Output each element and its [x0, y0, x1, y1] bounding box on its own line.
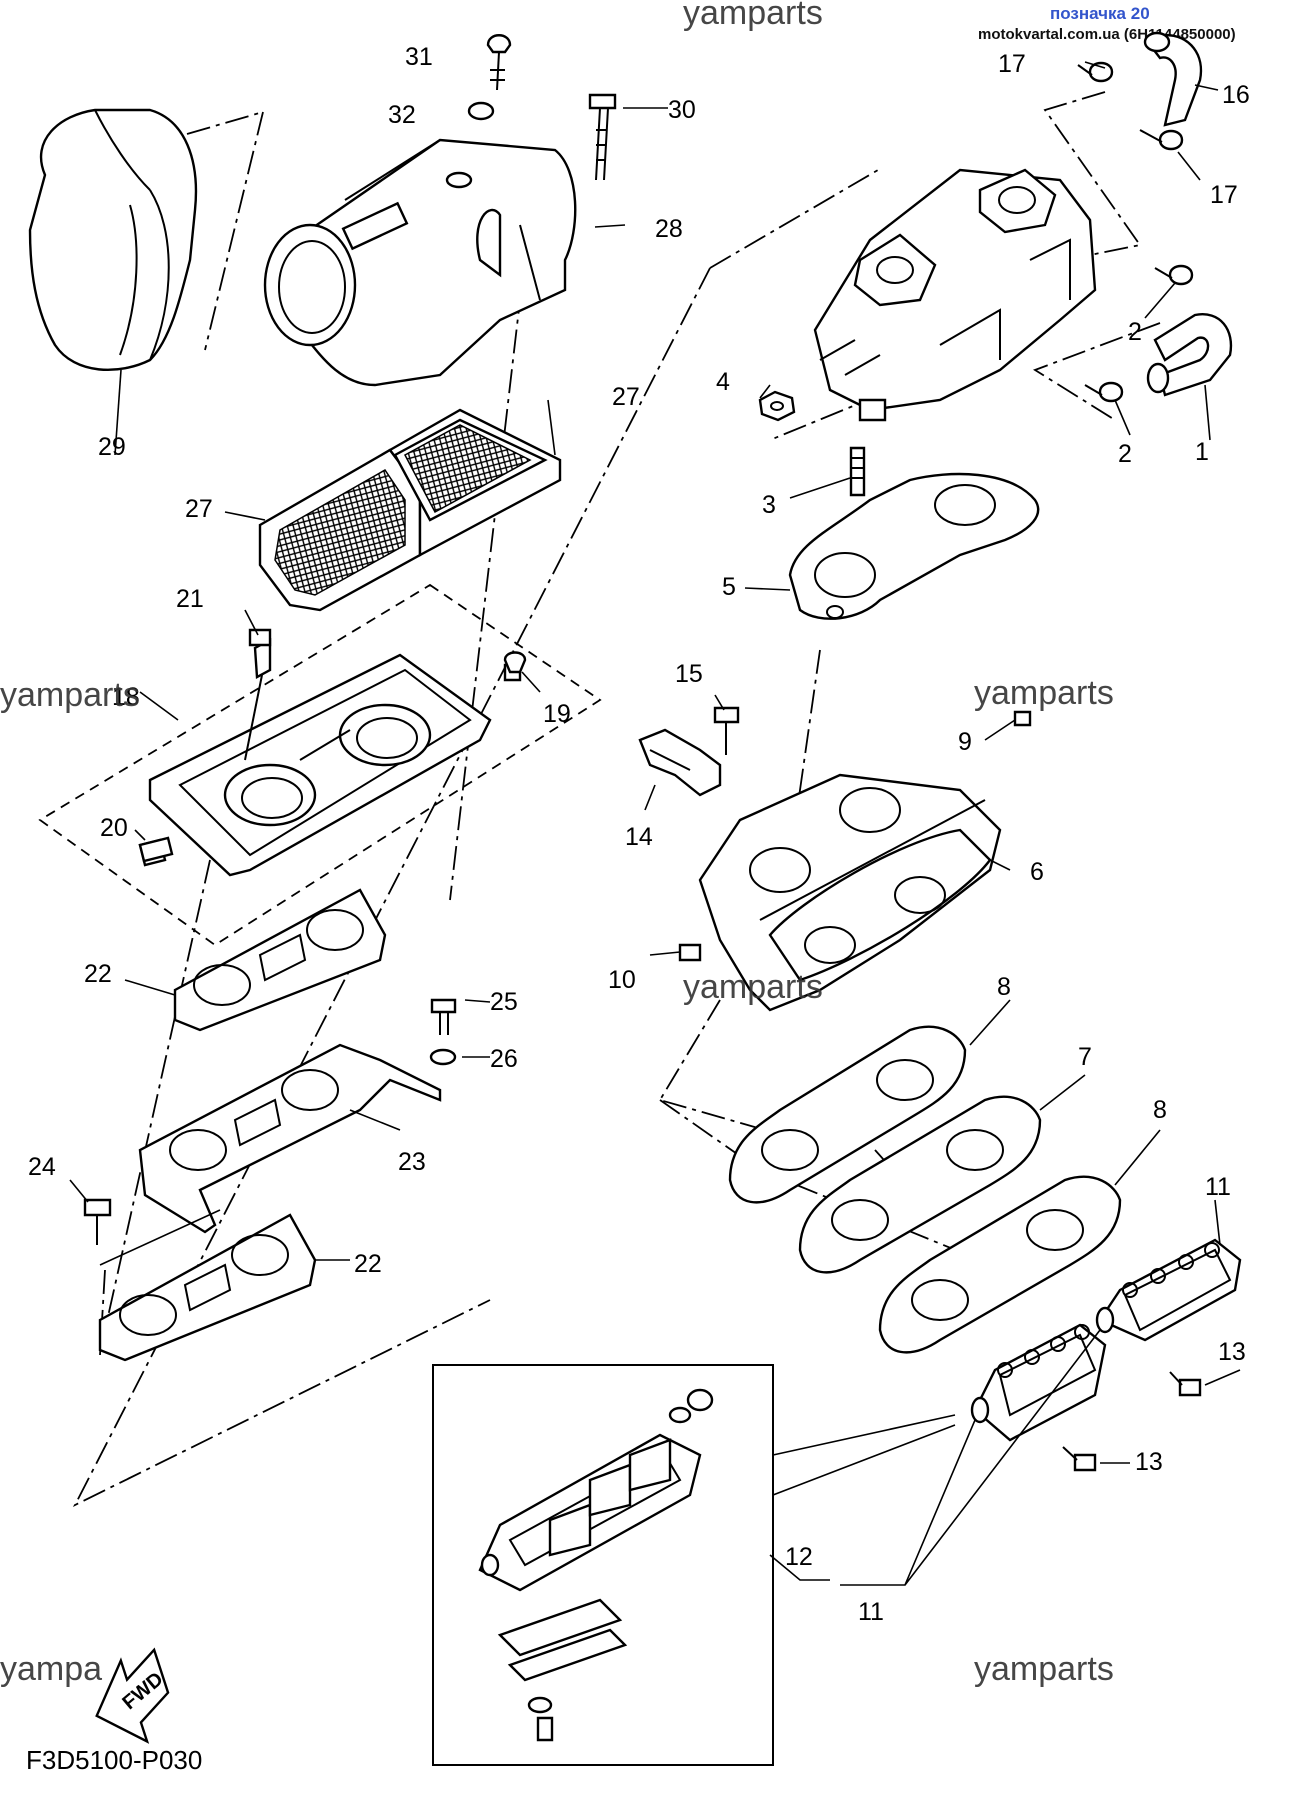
position-label: позначка 20 [1050, 4, 1150, 23]
callout-31: 31 [405, 43, 433, 71]
bracket-14 [638, 706, 740, 797]
intake-base-18 [38, 583, 602, 947]
callout-13a: 13 [1218, 1338, 1246, 1366]
air-silencer-housing [263, 138, 577, 387]
callout-27b: 27 [185, 495, 213, 523]
callout-23: 23 [398, 1148, 426, 1176]
callout-32: 32 [388, 101, 416, 129]
gasket-22-lower [98, 1213, 317, 1362]
watermark-bottom-left: yampa [0, 1650, 103, 1688]
callout-7: 7 [1078, 1043, 1092, 1071]
gasket-8-lower [878, 1175, 1122, 1354]
callout-10: 10 [608, 966, 636, 994]
callout-22a: 22 [84, 960, 112, 988]
callout-26: 26 [490, 1045, 518, 1073]
reed-screws [1062, 1371, 1202, 1472]
gasket-23 [138, 1043, 442, 1234]
callout-2a: 2 [1128, 318, 1142, 346]
callout-20: 20 [100, 814, 128, 842]
callout-25: 25 [490, 988, 518, 1016]
watermark-top: yamparts [683, 0, 823, 32]
hardware-gaskets [83, 998, 457, 1266]
callout-12: 12 [785, 1543, 813, 1571]
callout-29: 29 [98, 433, 126, 461]
intake-boot-29 [28, 108, 198, 371]
callout-16: 16 [1222, 81, 1250, 109]
callout-1: 1 [1195, 438, 1209, 466]
hardware-base [138, 628, 527, 863]
callout-15: 15 [675, 660, 703, 688]
callout-labels: 1 2 2 3 4 5 6 7 8 8 9 10 11 11 12 13 13 … [28, 43, 1250, 1626]
watermark-right: yamparts [974, 674, 1114, 712]
gasket-8-upper [728, 1025, 967, 1204]
callout-6: 6 [1030, 858, 1044, 886]
carburetor-assembly [813, 168, 1097, 422]
hoses-and-clamps [1077, 31, 1233, 403]
callout-3: 3 [762, 491, 776, 519]
callout-11a: 11 [1205, 1173, 1231, 1201]
callout-27a: 27 [612, 383, 640, 411]
reed-valve-lower [970, 1323, 1107, 1442]
callout-8a: 8 [997, 973, 1011, 1001]
callout-8b: 8 [1153, 1096, 1167, 1124]
leader-lines [69, 61, 1241, 1586]
callout-28: 28 [655, 215, 683, 243]
callout-5: 5 [722, 573, 736, 601]
callout-13b: 13 [1135, 1448, 1163, 1476]
reed-detail-inset [432, 1364, 956, 1766]
callout-4: 4 [716, 368, 730, 396]
callout-21: 21 [176, 585, 204, 613]
callout-2b: 2 [1118, 440, 1132, 468]
diagram-code: F3D5100-P030 [26, 1745, 203, 1775]
callout-11b: 11 [858, 1598, 884, 1626]
callout-18: 18 [112, 683, 140, 711]
gasket-7 [798, 1095, 1042, 1274]
callout-19: 19 [543, 700, 571, 728]
flame-arrester-screens [258, 408, 562, 612]
callout-14: 14 [625, 823, 653, 851]
callout-17a: 17 [998, 50, 1026, 78]
gasket-22-upper [173, 888, 387, 1032]
callout-22b: 22 [354, 1250, 382, 1278]
watermark-bottom-right: yamparts [974, 1650, 1114, 1688]
callout-24: 24 [28, 1153, 56, 1181]
hardware-top [467, 34, 668, 181]
carb-mount-hardware [758, 390, 1040, 620]
callout-30: 30 [668, 96, 696, 124]
intake-manifold-6 [678, 710, 1032, 1012]
watermark-center: yamparts [683, 968, 823, 1006]
watermark-left: yamparts [0, 676, 140, 714]
callout-17b: 17 [1210, 181, 1238, 209]
callout-9: 9 [958, 728, 972, 756]
reed-valve-upper [1095, 1238, 1242, 1342]
